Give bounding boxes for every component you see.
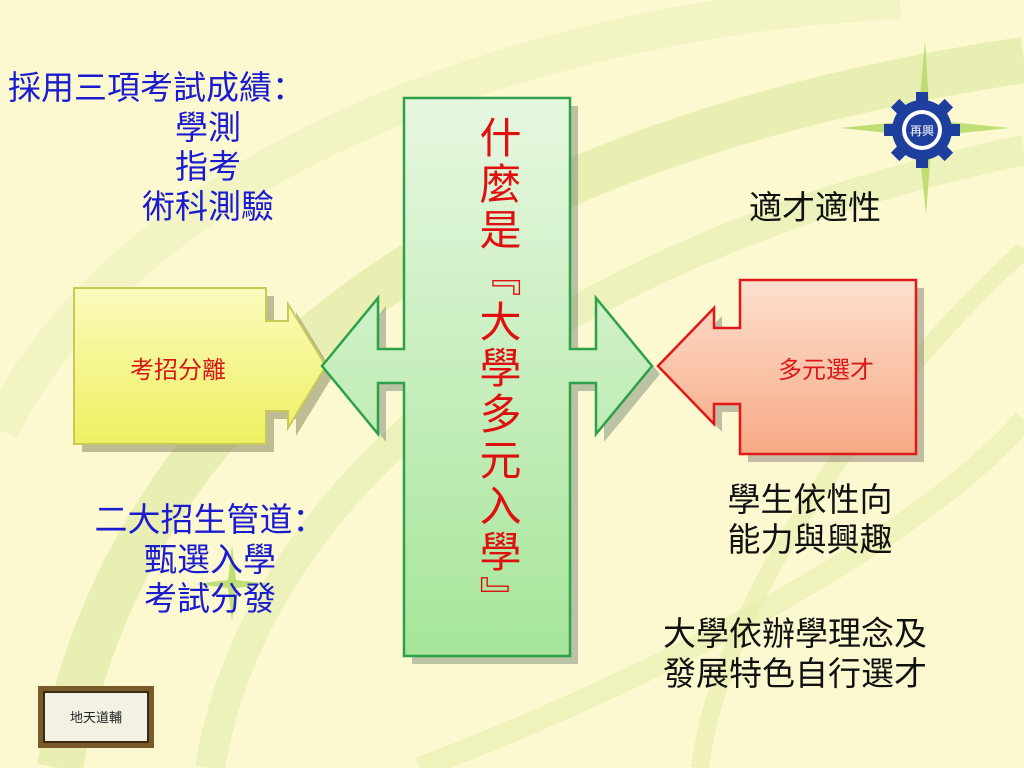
right-note-1: 適才適性: [749, 188, 881, 227]
exam-scores-heading: 採用三項考試成績：: [8, 68, 305, 107]
note-line: 學生依性向: [727, 480, 893, 519]
exam-scores-block: 採用三項考試成績： 學測 指考 術科測驗: [8, 68, 408, 226]
right-box-label: 多元選才: [778, 356, 874, 384]
exam-item: 術科測驗: [142, 186, 274, 226]
note-line: 大學依辦學理念及: [663, 614, 927, 653]
plaque-text: 地天道輔: [70, 711, 122, 726]
right-callout-box: [656, 278, 924, 462]
channel-item: 考試分發: [144, 579, 276, 619]
exam-item: 學測: [175, 107, 241, 147]
admission-channels-block: 二大招生管道： 甄選入學 考試分發: [40, 500, 380, 619]
left-callout-box: [73, 287, 334, 452]
channel-item: 甄選入學: [144, 539, 276, 579]
center-cross-arrow: [320, 96, 660, 664]
seal-text: 再興: [910, 124, 934, 138]
admission-channels-heading: 二大招生管道：: [94, 500, 326, 539]
center-title: 什麼是『大學多元入學』: [473, 116, 522, 622]
right-note-3: 大學依辦學理念及 發展特色自行選才: [600, 614, 990, 693]
calligraphy-plaque: 地天道輔: [38, 686, 154, 748]
right-note-2: 學生依性向 能力與興趣: [660, 480, 960, 559]
left-box-label: 考招分離: [130, 356, 226, 384]
note-line: 能力與興趣: [727, 519, 893, 559]
note-line: 發展特色自行選才: [663, 653, 927, 693]
gear-seal-icon: 再興: [884, 92, 960, 168]
exam-item: 指考: [175, 147, 241, 187]
